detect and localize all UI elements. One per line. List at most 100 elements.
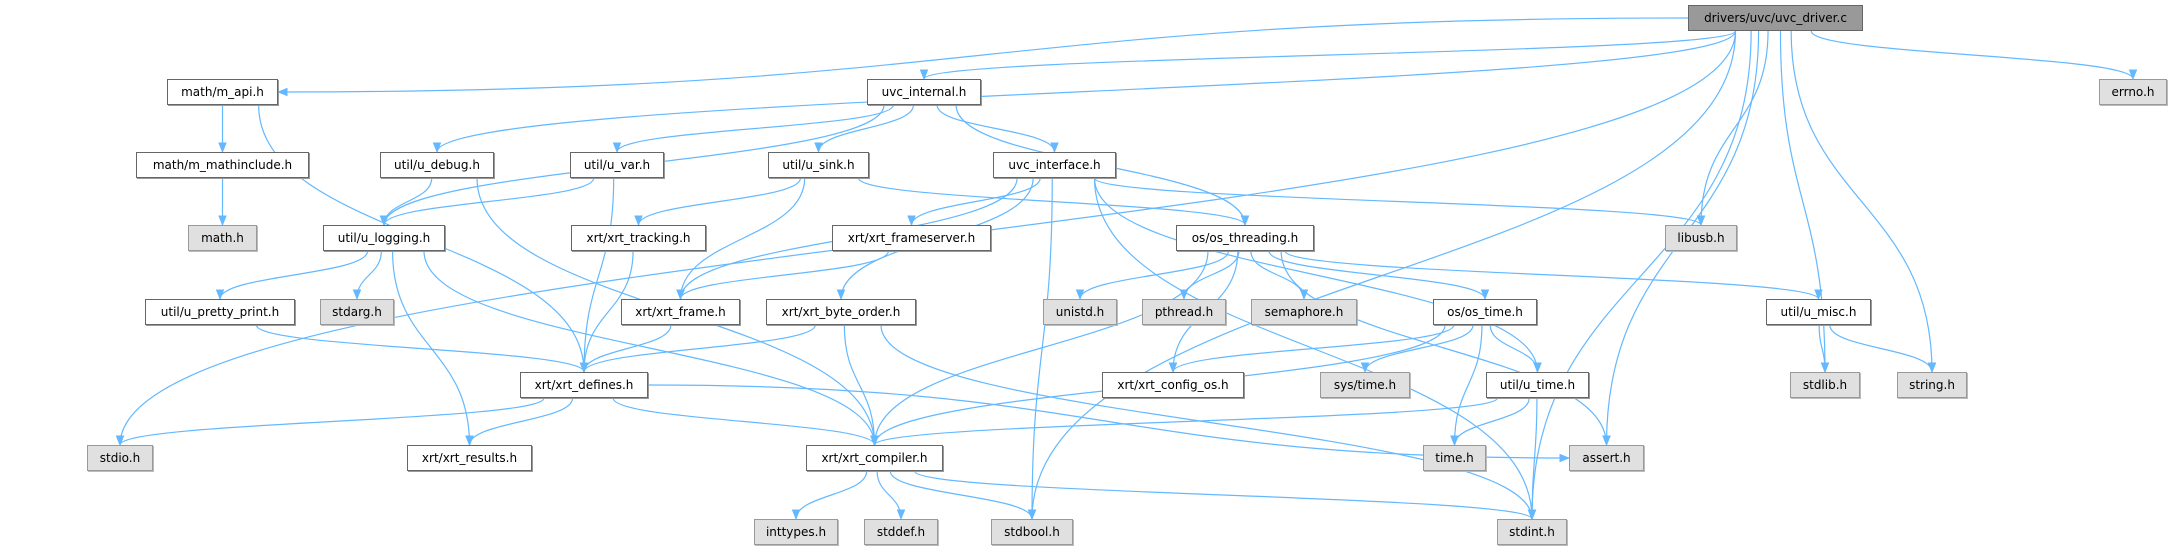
edge-u_time-to-stdint [1527, 397, 1538, 521]
edge-xrt_frame-to-xrt_defines [579, 324, 672, 374]
edge-u_logging-to-xrt_results [391, 250, 474, 447]
edge-driver-to-stdint [1527, 30, 1752, 521]
node-errno[interactable]: errno.h [2099, 79, 2167, 105]
edge-u_time-to-time [1450, 397, 1530, 447]
node-label: stdint.h [1509, 525, 1555, 539]
node-unistd[interactable]: unistd.h [1043, 299, 1117, 325]
node-label: util/u_logging.h [337, 231, 431, 245]
edge-driver-to-libusb [1696, 30, 1769, 227]
node-label: inttypes.h [765, 525, 827, 539]
node-label: math.h [201, 231, 244, 245]
node-stdlib[interactable]: stdlib.h [1790, 372, 1860, 398]
node-label: xrt/xrt_tracking.h [586, 231, 691, 245]
edge-os_threading-to-os_time [1268, 250, 1490, 301]
edge-u_misc-to-stdlib [1818, 324, 1830, 374]
node-pthread[interactable]: pthread.h [1142, 299, 1226, 325]
edge-u_time-to-xrt_compiler [870, 397, 1499, 447]
edge-u_var-to-xrt_defines [579, 177, 615, 374]
node-m-mathinclude[interactable]: math/m_mathinclude.h [136, 152, 309, 178]
node-driver[interactable]: drivers/uvc/uvc_driver.c [1688, 5, 1863, 31]
node-xrt-frame[interactable]: xrt/xrt_frame.h [621, 299, 740, 325]
node-libusb[interactable]: libusb.h [1665, 225, 1737, 251]
node-stdio[interactable]: stdio.h [87, 445, 153, 471]
node-label: assert.h [1582, 451, 1631, 465]
edge-u_logging-to-stdarg [352, 250, 382, 301]
node-uvc-interface[interactable]: uvc_interface.h [993, 152, 1116, 178]
node-time[interactable]: time.h [1423, 445, 1486, 471]
edge-os_threading-to-unistd [1075, 250, 1230, 301]
node-label: xrt/xrt_frame.h [635, 305, 726, 319]
edge-os_time-to-time [1450, 324, 1483, 447]
node-os-time[interactable]: os/os_time.h [1433, 299, 1537, 325]
edge-os_threading-to-pthread [1179, 250, 1240, 301]
edge-u_var-to-u_logging [379, 177, 595, 227]
edge-uvc_interface-to-u_time [1093, 177, 1542, 374]
edge-driver-to-m_api [276, 17, 1689, 97]
node-math[interactable]: math.h [188, 225, 257, 251]
node-label: errno.h [2111, 85, 2155, 99]
node-xrt-compiler[interactable]: xrt/xrt_compiler.h [806, 445, 943, 471]
edge-u_sink-to-xrt_frame [676, 177, 806, 301]
node-u-debug[interactable]: util/u_debug.h [380, 152, 494, 178]
node-u-pretty-print[interactable]: util/u_pretty_print.h [145, 299, 295, 325]
node-label: os/os_threading.h [1191, 231, 1299, 245]
edge-xrt_frameserver-to-xrt_frame [676, 250, 889, 301]
node-stdint[interactable]: stdint.h [1497, 519, 1567, 545]
node-label: xrt/xrt_results.h [421, 451, 518, 465]
node-stdbool[interactable]: stdbool.h [991, 519, 1073, 545]
node-uvc-internal[interactable]: uvc_internal.h [867, 79, 981, 105]
node-os-threading[interactable]: os/os_threading.h [1176, 225, 1314, 251]
edge-driver-to-uvc_internal [920, 30, 1737, 81]
edge-uvc_interface-to-stdbool [1027, 177, 1053, 521]
edge-os_time-to-sys_time [1360, 324, 1474, 374]
node-xrt-frameserver[interactable]: xrt/xrt_frameserver.h [832, 225, 991, 251]
edge-xrt_defines-to-stdio [115, 397, 545, 447]
edge-os_threading-to-xrt_compiler [870, 250, 1209, 447]
edge-xrt_compiler-to-stdbool [889, 470, 1037, 521]
edge-os_threading-to-semaphore [1250, 250, 1309, 301]
node-u-misc[interactable]: util/u_misc.h [1766, 299, 1871, 325]
edge-uvc_internal-to-u_var [612, 104, 894, 154]
node-label: xrt/xrt_config_os.h [1117, 378, 1229, 392]
node-u-var[interactable]: util/u_var.h [570, 152, 664, 178]
node-xrt-results[interactable]: xrt/xrt_results.h [407, 445, 532, 471]
edge-uvc_interface-to-xrt_frameserver [907, 177, 1041, 227]
edge-uvc_internal-to-u_sink [814, 104, 915, 154]
node-inttypes[interactable]: inttypes.h [754, 519, 838, 545]
node-m-api[interactable]: math/m_api.h [167, 79, 278, 105]
node-assert[interactable]: assert.h [1569, 445, 1644, 471]
node-xrt-defines[interactable]: xrt/xrt_defines.h [520, 372, 648, 398]
node-label: util/u_time.h [1499, 378, 1576, 392]
edge-u_logging-to-xrt_compiler [423, 250, 879, 447]
edge-os_time-to-xrt_config_os [1168, 324, 1455, 374]
node-label: stdio.h [99, 451, 141, 465]
node-semaphore[interactable]: semaphore.h [1251, 299, 1357, 325]
edge-u_misc-to-string [1829, 324, 1937, 374]
edge-uvc_internal-to-uvc_interface [936, 104, 1059, 154]
node-xrt-byte-order[interactable]: xrt/xrt_byte_order.h [766, 299, 916, 325]
node-u-logging[interactable]: util/u_logging.h [323, 225, 445, 251]
node-label: libusb.h [1677, 231, 1725, 245]
node-string[interactable]: string.h [1897, 372, 1967, 398]
node-label: util/u_sink.h [782, 158, 855, 172]
edge-xrt_defines-to-xrt_compiler [612, 397, 879, 447]
node-u-time[interactable]: util/u_time.h [1486, 372, 1589, 398]
edge-driver-to-u_debug [432, 30, 1737, 154]
node-label: util/u_misc.h [1780, 305, 1857, 319]
node-label: string.h [1909, 378, 1955, 392]
edge-xrt_compiler-to-stdint [913, 470, 1537, 521]
node-xrt-tracking[interactable]: xrt/xrt_tracking.h [571, 225, 706, 251]
node-sys-time[interactable]: sys/time.h [1320, 372, 1410, 398]
edge-xrt_byte_order-to-xrt_defines [579, 324, 816, 374]
edge-xrt_byte_order-to-xrt_compiler [843, 324, 879, 447]
edge-xrt_compiler-to-inttypes [791, 470, 868, 521]
node-stddef[interactable]: stddef.h [864, 519, 938, 545]
node-xrt-config-os[interactable]: xrt/xrt_config_os.h [1102, 372, 1244, 398]
node-label: uvc_interface.h [1008, 158, 1101, 172]
node-label: stdlib.h [1802, 378, 1848, 392]
node-label: sys/time.h [1333, 378, 1397, 392]
node-stdarg[interactable]: stdarg.h [320, 299, 394, 325]
node-u-sink[interactable]: util/u_sink.h [768, 152, 869, 178]
node-label: pthread.h [1154, 305, 1214, 319]
